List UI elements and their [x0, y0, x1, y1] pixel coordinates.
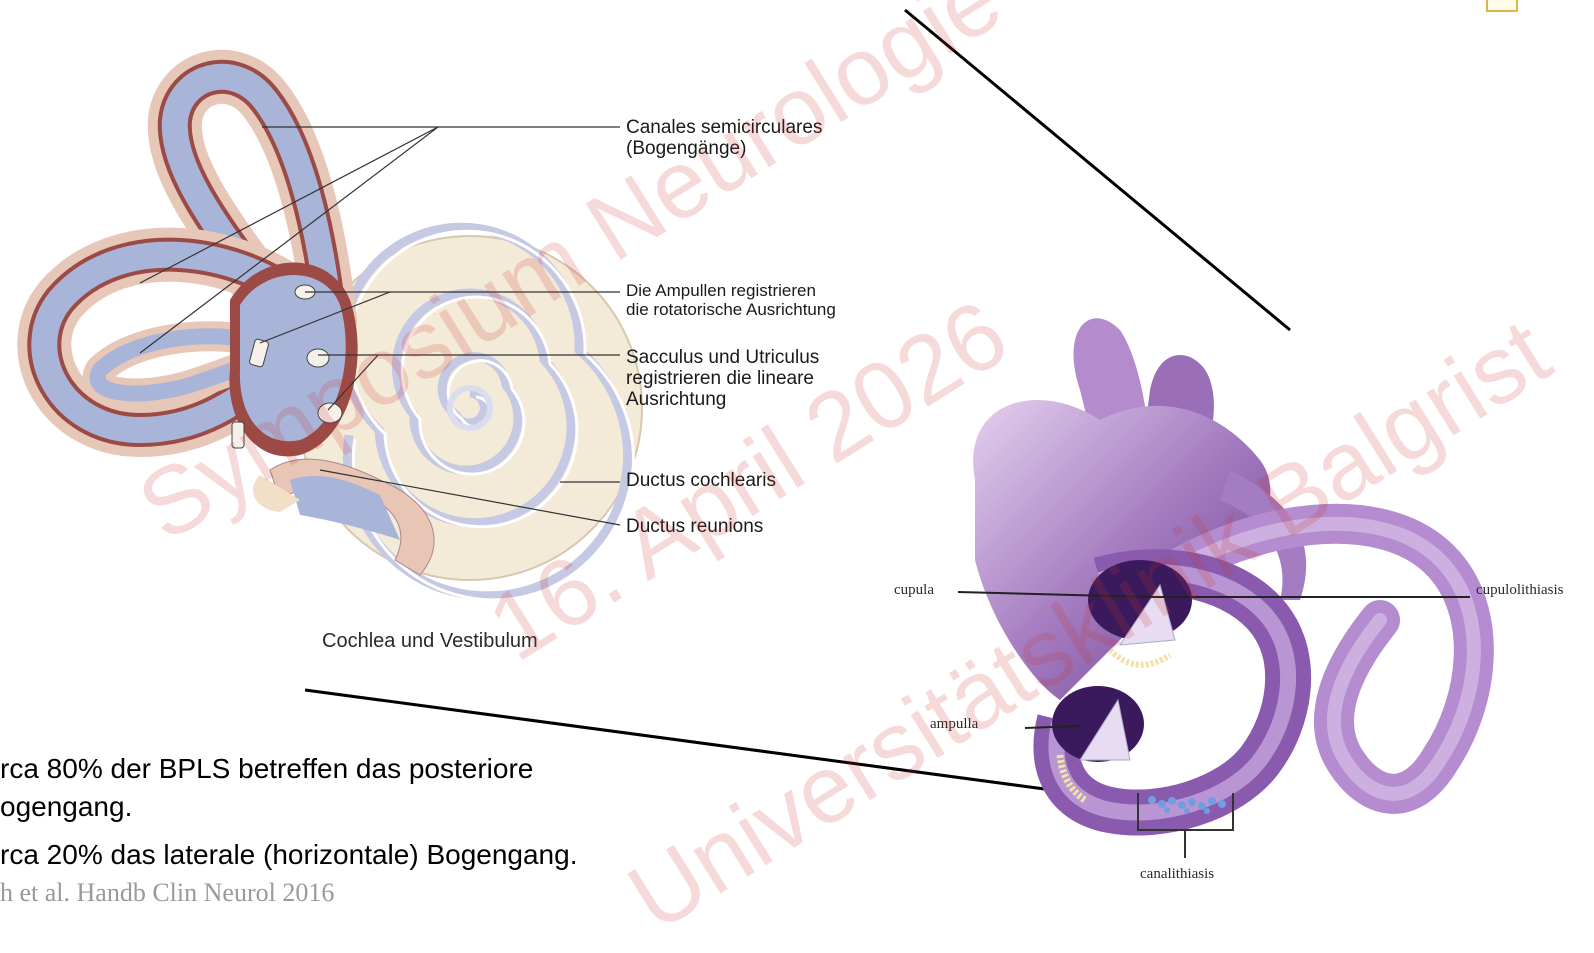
- connector-line-top: [905, 10, 1290, 330]
- bppv-canal-illustration: [973, 318, 1474, 858]
- label-ductus-cochlearis: Ductus cochlearis: [626, 470, 776, 491]
- label-sacculus-utriculus: Sacculus und Utriculus registrieren die …: [626, 347, 819, 410]
- label-ampulla: ampulla: [930, 716, 978, 733]
- label-canalithiasis: canalithiasis: [1140, 866, 1214, 883]
- slide: { "left_figure": { "labels": { "canales_…: [0, 0, 1594, 905]
- reference-citation: h et al. Handb Clin Neurol 2016: [0, 878, 334, 908]
- bullet-text-3: rca 20% das laterale (horizontale) Bogen…: [0, 838, 577, 872]
- figure-caption: Cochlea und Vestibulum: [322, 630, 538, 653]
- label-ductus-reunions: Ductus reunions: [626, 516, 763, 537]
- label-cupulolithiasis: cupulolithiasis: [1476, 582, 1564, 599]
- bullet-text-1: rca 80% der BPLS betreffen das posterior…: [0, 752, 533, 786]
- label-cupula: cupula: [894, 582, 934, 599]
- bullet-text-2: ogengang.: [0, 790, 132, 824]
- label-ampullen: Die Ampullen registrieren die rotatorisc…: [626, 281, 836, 319]
- label-canales-semicirculares: Canales semicirculares (Bogengänge): [626, 117, 822, 159]
